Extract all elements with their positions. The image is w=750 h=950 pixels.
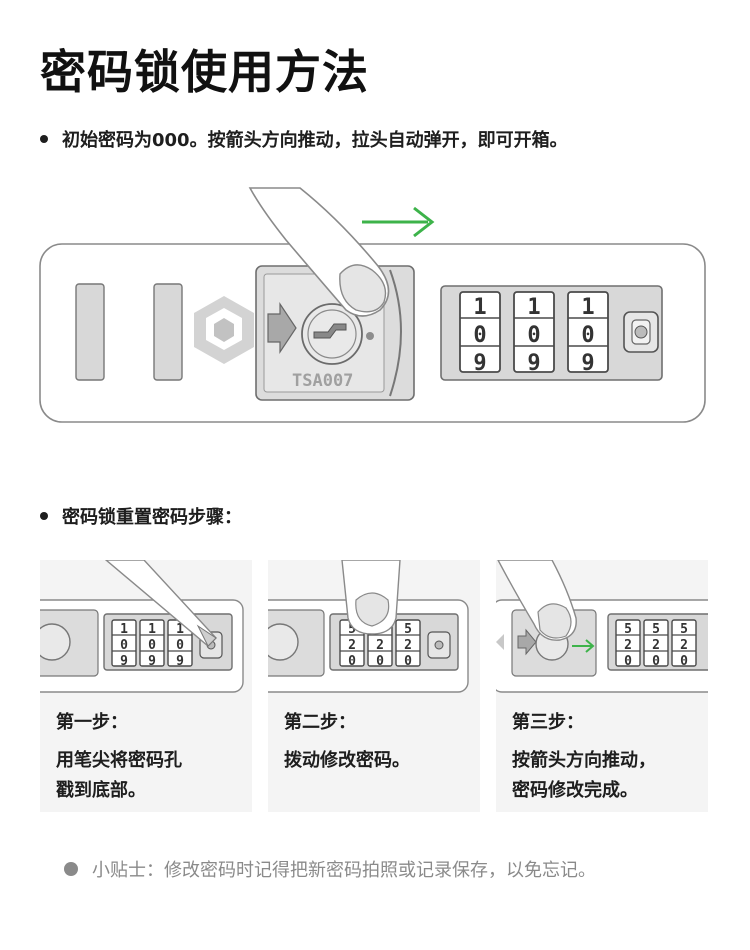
dial-digit: 0 bbox=[404, 654, 412, 669]
bullet-icon bbox=[40, 512, 48, 520]
dial-digit: 1 bbox=[148, 622, 156, 637]
dial-digit: 2 bbox=[376, 638, 384, 653]
finger-icon bbox=[497, 560, 577, 641]
intro-line: 初始密码为000。按箭头方向推动，拉头自动弹开，即可开箱。 bbox=[40, 126, 568, 152]
reset-heading: 密码锁重置密码步骤： bbox=[62, 507, 242, 528]
push-arrow-icon bbox=[572, 639, 595, 653]
brand-logo-icon bbox=[194, 296, 254, 364]
dial-digit: 0 bbox=[176, 638, 184, 653]
dial-digit: 1 bbox=[581, 295, 594, 320]
step-3-illustration: 5 2 0 5 2 0 5 2 0 bbox=[496, 560, 708, 693]
dial-digit: 2 bbox=[652, 638, 660, 653]
dial-digit: 9 bbox=[581, 351, 594, 376]
dial-digit: 5 bbox=[680, 622, 688, 637]
step-desc: 用笔尖将密码孔 戳到底部。 bbox=[56, 750, 182, 801]
step-desc: 按箭头方向推动， 密码修改完成。 bbox=[512, 750, 656, 801]
step-title: 第二步： bbox=[284, 712, 356, 733]
tip-text: 小贴士：修改密码时记得把新密码拍照或记录保存，以免忘记。 bbox=[92, 860, 596, 881]
tsa-label: TSA007 bbox=[292, 371, 353, 391]
lock-illustration: TSA007 1 0 9 1 0 9 1 0 9 bbox=[39, 187, 706, 423]
dial-digit: 1 bbox=[473, 295, 486, 320]
dial-digit: 2 bbox=[404, 638, 412, 653]
page-title: 密码锁使用方法 bbox=[40, 45, 369, 99]
step-1-illustration: 1 0 9 1 0 9 1 0 9 bbox=[40, 560, 244, 693]
dial-digit: 1 bbox=[527, 295, 540, 320]
dial-wheel: 5 2 0 bbox=[643, 619, 669, 669]
dial-digit: 9 bbox=[473, 351, 486, 376]
dial-digit: 2 bbox=[348, 638, 356, 653]
push-arrow-icon bbox=[362, 206, 435, 238]
dial-wheel: 1 0 9 bbox=[139, 619, 165, 669]
tip-line: 小贴士：修改密码时记得把新密码拍照或记录保存，以免忘记。 bbox=[64, 856, 596, 882]
dial-wheel: 1 0 9 bbox=[513, 291, 555, 376]
step-card-3: 5 2 0 5 2 0 5 2 0 第三步： 按箭头方向推动， 密码修改完成。 bbox=[496, 560, 708, 812]
intro-text: 初始密码为000。按箭头方向推动，拉头自动弹开，即可开箱。 bbox=[62, 130, 568, 151]
pen-tip-icon bbox=[104, 560, 217, 647]
step-title: 第三步： bbox=[512, 712, 584, 733]
lock-slot bbox=[153, 283, 183, 381]
dial-wheel: 5 2 0 bbox=[671, 619, 697, 669]
step-2-illustration: 5 2 0 5 2 0 5 2 0 bbox=[268, 560, 469, 693]
dial-digit: 0 bbox=[348, 654, 356, 669]
lock-slot bbox=[75, 283, 105, 381]
dial-digit: 0 bbox=[120, 638, 128, 653]
dial-digit: 5 bbox=[652, 622, 660, 637]
finger-icon bbox=[341, 560, 401, 635]
dial-digit: 0 bbox=[652, 654, 660, 669]
dial-digit: 0 bbox=[148, 638, 156, 653]
reset-hole-icon bbox=[623, 311, 659, 353]
step-card-1: 1 0 9 1 0 9 1 0 9 第一步： bbox=[40, 560, 252, 812]
step-desc: 拨动修改密码。 bbox=[284, 750, 410, 771]
dial-digit: 0 bbox=[680, 654, 688, 669]
dial-wheel: 1 0 9 bbox=[111, 619, 137, 669]
dial-digit: 0 bbox=[624, 654, 632, 669]
bullet-icon bbox=[40, 135, 48, 143]
step-1-text: 第一步： 用笔尖将密码孔 戳到底部。 bbox=[56, 708, 242, 806]
dial-digit: 1 bbox=[120, 622, 128, 637]
dial-digit: 5 bbox=[348, 622, 356, 637]
step-card-2: 5 2 0 5 2 0 5 2 0 第二步： bbox=[268, 560, 480, 812]
dial-digit: 1 bbox=[176, 622, 184, 637]
reset-heading-line: 密码锁重置密码步骤： bbox=[40, 503, 242, 529]
dial-wheel: 1 0 9 bbox=[459, 291, 501, 376]
dial-wheel: 5 2 0 bbox=[615, 619, 641, 669]
finger-icon bbox=[248, 187, 390, 317]
dial-digit: 0 bbox=[527, 323, 540, 348]
dial-digit: 5 bbox=[404, 622, 412, 637]
dial-digit: 9 bbox=[120, 654, 128, 669]
step-3-text: 第三步： 按箭头方向推动， 密码修改完成。 bbox=[512, 708, 698, 806]
step-title: 第一步： bbox=[56, 712, 128, 733]
dial-digit: 5 bbox=[624, 622, 632, 637]
dial-digit: 0 bbox=[473, 323, 486, 348]
dial-panel: 1 0 9 1 0 9 1 0 9 bbox=[440, 285, 663, 381]
dial-wheel: 1 0 9 bbox=[567, 291, 609, 376]
dial-wheel: 5 2 0 bbox=[395, 619, 421, 669]
dial-digit: 9 bbox=[148, 654, 156, 669]
dial-digit: 2 bbox=[680, 638, 688, 653]
tip-bullet-icon bbox=[64, 862, 78, 876]
dial-digit: 0 bbox=[581, 323, 594, 348]
dial-digit: 9 bbox=[176, 654, 184, 669]
reset-hole-icon bbox=[427, 631, 451, 659]
dial-digit: 0 bbox=[376, 654, 384, 669]
dial-digit: 9 bbox=[527, 351, 540, 376]
step-2-text: 第二步： 拨动修改密码。 bbox=[284, 708, 470, 776]
dial-digit: 2 bbox=[624, 638, 632, 653]
